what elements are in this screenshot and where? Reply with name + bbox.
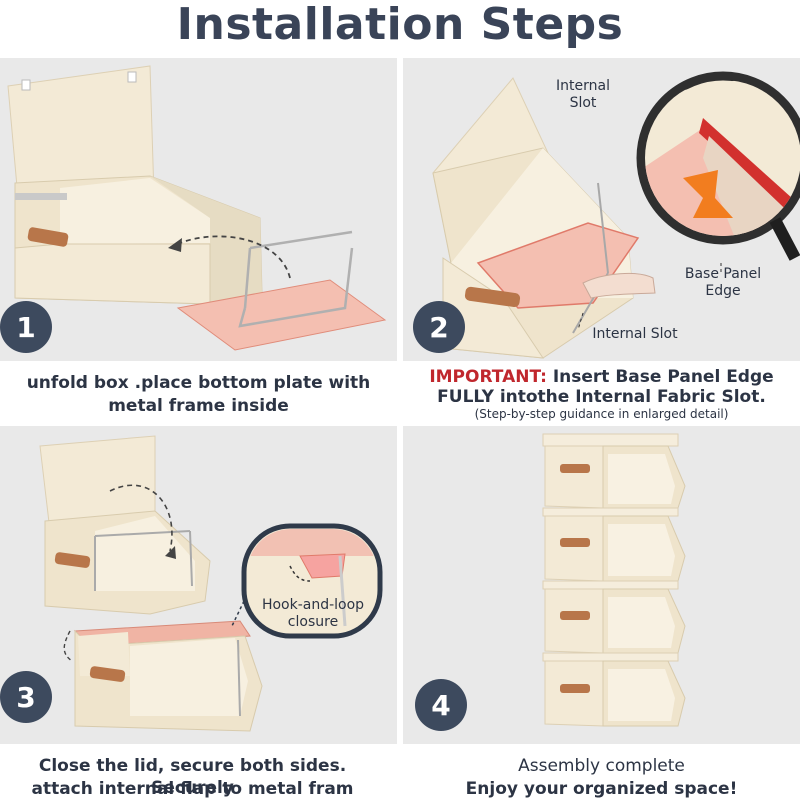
label-internal-slot-top: Internal Slot: [556, 78, 610, 111]
step-3-caption-line1: Close the lid, secure both sides. Secure…: [38, 756, 347, 798]
step-1-panel: 1: [0, 58, 397, 361]
step-4-illustration: [542, 433, 686, 727]
step-4-caption-line1: Assembly complete: [518, 756, 685, 776]
step-1-caption-line1: unfold box .place bottom plate with: [26, 373, 371, 393]
step-2-caption-line2: FULLY intothe Internal Fabric Slot.: [437, 387, 766, 407]
step-1-caption-line2: metal frame inside: [108, 396, 289, 416]
step-4-caption-line2: Enjoy your organized space!: [465, 779, 738, 799]
step-3-illustration: [39, 435, 383, 732]
step-2-caption-line1-rest: Insert Base Panel Edge: [546, 367, 774, 387]
step-3-panel: Hook-and-loop closure 3: [0, 426, 397, 744]
step-3-badge: 3: [0, 671, 52, 723]
step-2-caption-line1: IMPORTANT: Insert Base Panel Edge: [403, 366, 800, 388]
page-title: Installation Steps: [176, 0, 624, 50]
stacked-boxes: [542, 433, 686, 727]
step-3-caption-line2: attach internal flap to metal fram: [31, 779, 354, 799]
step-2-panel: Internal Slot Base Panel Edge Internal S…: [403, 58, 800, 361]
label-hook-and-loop: Hook-and-loop closure: [261, 597, 365, 630]
label-base-panel-edge: Base Panel Edge: [684, 266, 762, 299]
label-internal-slot-bottom: Internal Slot: [592, 326, 678, 342]
important-label: IMPORTANT:: [429, 367, 547, 387]
step-2-caption-note: (Step-by-step guidance in enlarged detai…: [474, 407, 729, 421]
step-1-illustration: [7, 65, 387, 351]
step-4-panel: 4: [403, 426, 800, 744]
step-2-illustration: [432, 71, 800, 359]
step-1-badge: 1: [0, 301, 52, 353]
step-2-badge: 2: [413, 301, 465, 353]
step-4-badge: 4: [415, 679, 467, 731]
